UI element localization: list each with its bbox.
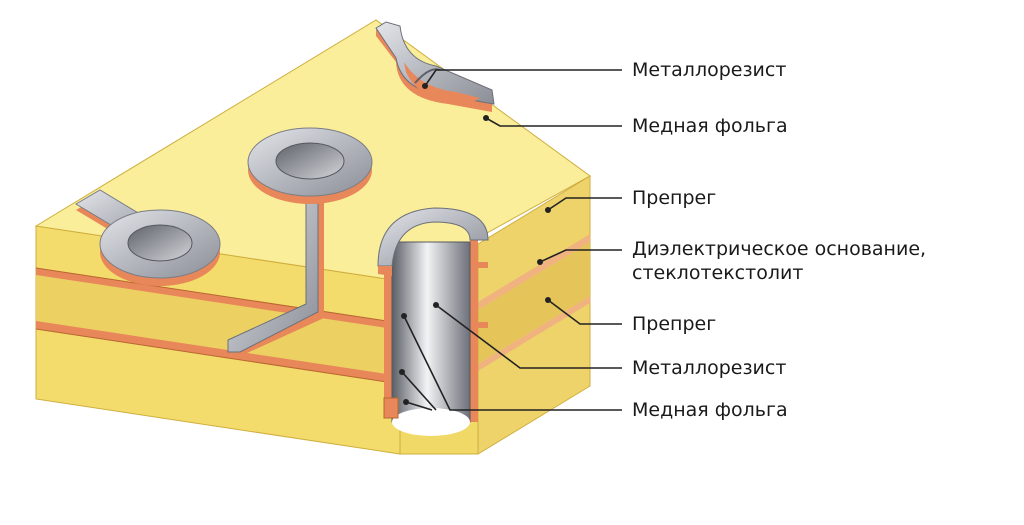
label-copper-foil-top: Медная фольга [632,115,788,137]
leader-copper-bottom-2 [401,371,437,411]
label-dielectric-line2: стеклотекстолит [632,262,804,284]
label-metalloresist-top: Металлорезист [632,59,787,81]
label-prepreg-top: Препрег [632,187,717,209]
label-dielectric-line1: Диэлектрическое основание, [632,238,927,260]
leader-copper-bottom-1 [403,315,622,411]
label-metalloresist-bottom: Металлорезист [632,357,787,379]
leader-metalloresist-top [424,69,622,87]
leader-copper-bottom-3 [405,401,433,411]
leader-copper-top [485,117,622,127]
leader-prepreg-top [547,197,622,211]
leader-dots [399,83,551,405]
leader-lines [401,69,622,411]
plated-through-hole [377,207,489,455]
board-right-face [477,175,591,455]
label-prepreg-bottom: Препрег [632,313,717,335]
pad-center [227,127,373,358]
label-copper-foil-bottom: Медная фольга [632,399,788,421]
leader-prepreg-bottom [547,299,622,325]
leader-metalloresist-bottom [435,304,622,369]
leader-dielectric [539,249,622,263]
pad-left [75,189,221,286]
